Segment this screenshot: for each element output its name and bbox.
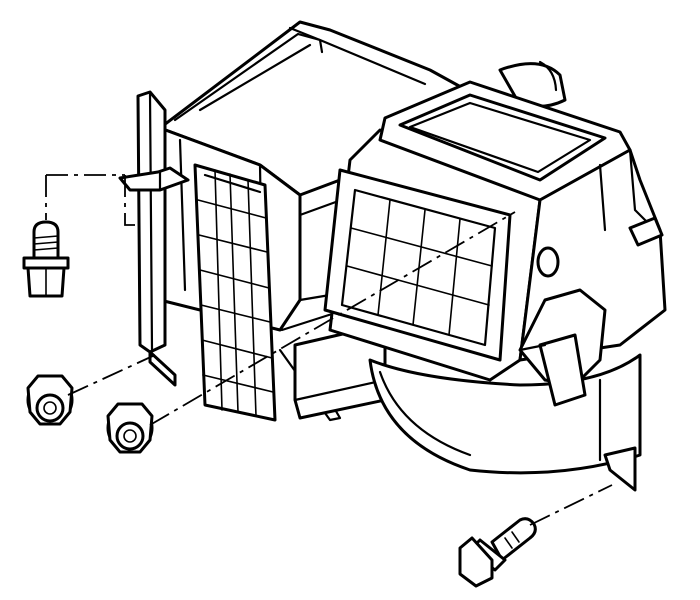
flange-nut-left <box>26 374 74 426</box>
flange-bolt-bottom-right <box>458 517 537 588</box>
flange-nut-middle <box>106 402 154 454</box>
flange-bolt-top-left <box>22 220 70 298</box>
side-grid-panel <box>193 163 277 422</box>
blower-motor <box>368 288 642 492</box>
leader-lines <box>45 174 613 526</box>
intake-box <box>323 80 632 382</box>
